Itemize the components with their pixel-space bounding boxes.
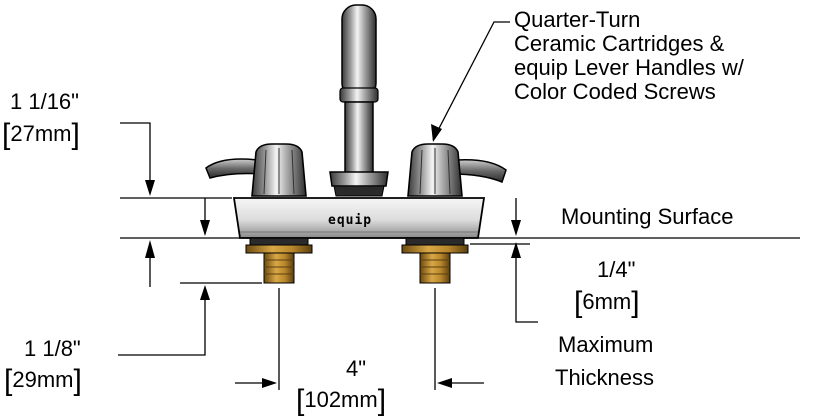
- right-lever-handle: [407, 143, 507, 197]
- callout-line: Ceramic Cartridges &: [514, 31, 725, 56]
- height-metric-value: 27mm: [10, 121, 72, 146]
- height-metric: [27mm]: [2, 118, 80, 151]
- shank-metric-value: 29mm: [12, 367, 74, 392]
- shank-metric: [29mm]: [4, 364, 82, 397]
- left-shank: [245, 237, 313, 284]
- dimension-lines: [118, 21, 800, 390]
- thickness-metric-value: 6mm: [582, 289, 632, 314]
- thickness-metric: [6mm]: [574, 286, 640, 319]
- height-imperial: 1 1/16": [10, 89, 79, 114]
- callout-line: equip Lever Handles w/: [514, 55, 744, 80]
- shank-imperial: 1 1/8": [24, 336, 81, 361]
- centers-metric: [102mm]: [296, 384, 387, 417]
- thickness-caption: Maximum: [558, 332, 654, 357]
- arrowheads: [145, 124, 521, 388]
- right-shank: [401, 237, 469, 284]
- callout-text: Quarter-Turn Ceramic Cartridges & equip …: [514, 8, 744, 104]
- left-lever-handle: [205, 143, 307, 197]
- callout-line: Color Coded Screws: [514, 79, 716, 104]
- mounting-surface-label: Mounting Surface: [561, 204, 734, 229]
- thickness-caption: Thickness: [555, 365, 655, 390]
- centers-imperial: 4": [346, 356, 367, 381]
- spout: [329, 4, 389, 197]
- thickness-imperial: 1/4": [597, 257, 636, 282]
- callout-line: Quarter-Turn: [514, 7, 641, 32]
- centers-metric-value: 102mm: [304, 387, 378, 412]
- brand-mark: equip: [328, 213, 373, 228]
